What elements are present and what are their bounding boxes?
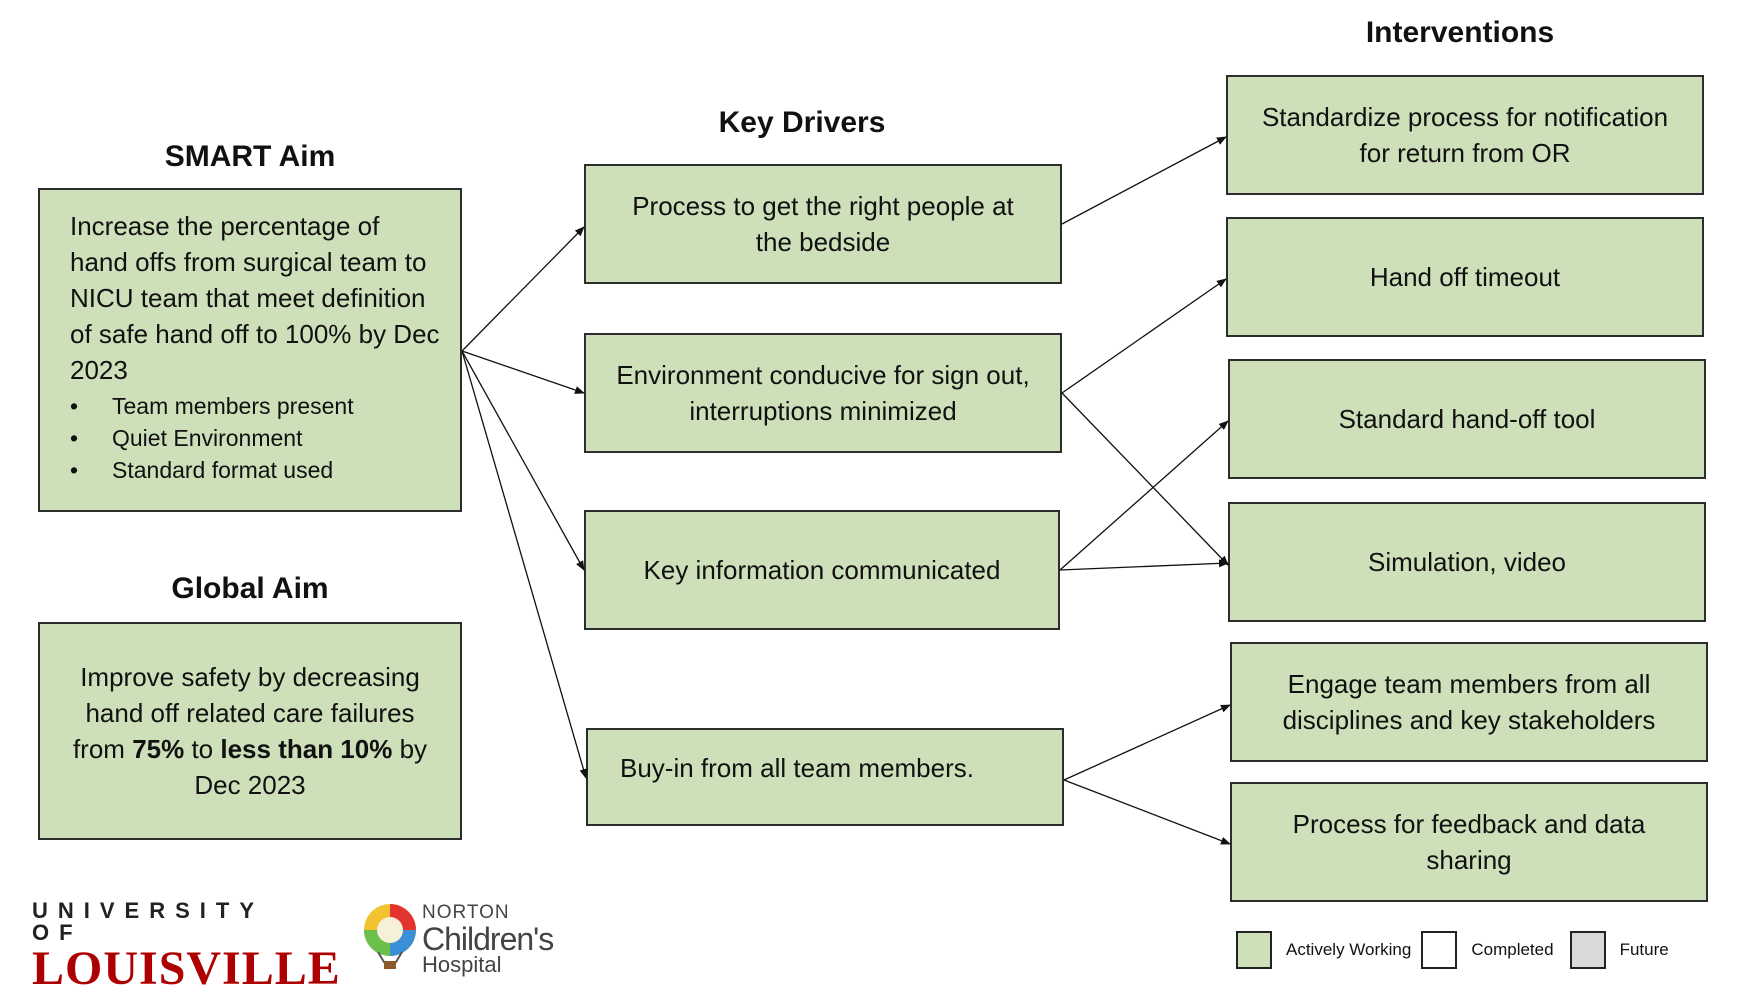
- university-of-louisville-logo: UNIVERSITY OF LOUISVILLE: [32, 898, 341, 995]
- legend-swatch-actively-working: [1236, 931, 1272, 969]
- intervention-text: Process for feedback and data sharing: [1292, 809, 1646, 875]
- smart-aim-bullets: Team members present Quiet Environment S…: [70, 390, 440, 486]
- arrow-driver-2-to-intervention-2: [1061, 278, 1227, 394]
- smart-aim-heading: SMART Aim: [164, 140, 336, 173]
- key-drivers-heading: Key Drivers: [718, 106, 886, 139]
- smart-aim-bullet: Quiet Environment: [70, 422, 440, 454]
- arrow-driver-4-to-intervention-6: [1063, 779, 1231, 845]
- global-aim-heading: Global Aim: [171, 572, 329, 605]
- legend-label: Actively Working: [1286, 940, 1412, 959]
- global-aim-bold-from: 75%: [132, 734, 185, 764]
- arrow-aim-to-driver-3: [461, 350, 585, 571]
- legend-swatch-future: [1569, 931, 1606, 969]
- intervention-box-1: Standardize process for notification for…: [1226, 75, 1704, 195]
- intervention-box-4: Simulation, video: [1228, 502, 1706, 622]
- arrow-driver-3-to-intervention-3: [1059, 420, 1229, 571]
- key-driver-text: Environment conducive for sign out, inte…: [616, 360, 1030, 426]
- intervention-text: Simulation, video: [1368, 547, 1566, 577]
- intervention-box-2: Hand off timeout: [1226, 217, 1704, 337]
- arrow-driver-3-to-intervention-4: [1059, 559, 1229, 571]
- hot-air-balloon-icon: [364, 904, 416, 969]
- legend-label: Completed: [1471, 940, 1554, 959]
- intervention-text: Engage team members from all disciplines…: [1282, 669, 1656, 735]
- legend-swatch-completed: [1421, 931, 1458, 969]
- smart-aim-bullet: Standard format used: [70, 454, 440, 486]
- legend-item-completed: Completed: [1421, 931, 1569, 969]
- smart-aim-bullet: Team members present: [70, 390, 440, 422]
- legend-label: Future: [1619, 940, 1669, 959]
- key-driver-text: Key information communicated: [643, 555, 1001, 585]
- arrow-driver-4-to-intervention-5: [1063, 704, 1231, 781]
- norton-childrens-logo: NORTON Children's Hospital: [360, 902, 580, 976]
- key-driver-box-4: Buy-in from all team members.: [586, 728, 1064, 826]
- interventions-heading: Interventions: [1365, 16, 1555, 49]
- global-aim-text: Improve safety by decreasing hand off re…: [72, 662, 428, 800]
- norton-logo-line-2: Children's: [422, 921, 554, 957]
- key-driver-text: Process to get the right people at the b…: [632, 191, 1014, 257]
- uofl-logo-bottom: LOUISVILLE: [32, 942, 341, 995]
- key-driver-box-1: Process to get the right people at the b…: [584, 164, 1062, 284]
- global-aim-bold-to: less than 10%: [220, 734, 393, 764]
- key-driver-box-2: Environment conducive for sign out, inte…: [584, 333, 1062, 453]
- arrow-driver-2-to-intervention-4: [1061, 392, 1229, 566]
- norton-logo-line-1: NORTON: [422, 902, 510, 923]
- connector-arrows: [461, 136, 1231, 845]
- intervention-box-5: Engage team members from all disciplines…: [1230, 642, 1708, 762]
- key-driver-box-3: Key information communicated: [584, 510, 1060, 630]
- status-legend: Actively Working Completed Future: [1236, 930, 1679, 970]
- arrow-aim-to-driver-4: [461, 350, 588, 779]
- legend-item-future: Future: [1569, 931, 1679, 969]
- arrow-aim-to-driver-2: [461, 350, 585, 394]
- arrow-aim-to-driver-1: [461, 226, 585, 352]
- smart-aim-text: Increase the percentage of hand offs fro…: [70, 211, 440, 385]
- intervention-box-6: Process for feedback and data sharing: [1230, 782, 1708, 902]
- legend-item-actively-working: Actively Working: [1236, 931, 1421, 969]
- intervention-box-3: Standard hand-off tool: [1228, 359, 1706, 479]
- global-aim-box: Improve safety by decreasing hand off re…: [38, 622, 462, 840]
- norton-logo-line-3: Hospital: [422, 952, 502, 977]
- intervention-text: Hand off timeout: [1369, 262, 1561, 292]
- norton-logo-text: NORTON Children's Hospital: [422, 902, 554, 977]
- intervention-text: Standard hand-off tool: [1338, 404, 1596, 434]
- uofl-logo-top: UNIVERSITY OF: [32, 898, 264, 945]
- smart-aim-box: Increase the percentage of hand offs fro…: [38, 188, 462, 512]
- arrow-driver-1-to-intervention-1: [1061, 136, 1227, 225]
- key-driver-text: Buy-in from all team members.: [620, 753, 974, 783]
- intervention-text: Standardize process for notification for…: [1261, 102, 1669, 168]
